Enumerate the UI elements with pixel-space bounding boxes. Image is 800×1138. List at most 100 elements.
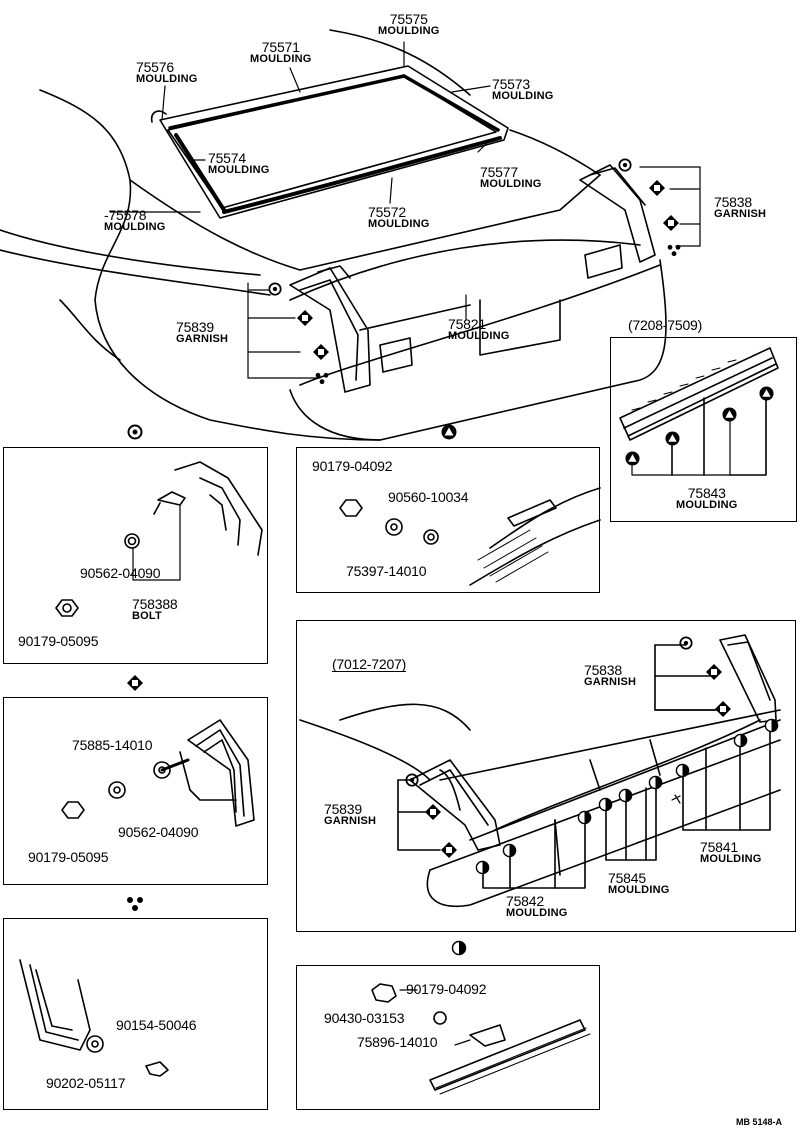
- part-number: 75843: [687, 485, 726, 501]
- late-moulding-art: [619, 347, 779, 476]
- part-name: BOLT: [132, 610, 162, 622]
- part-number: 75839: [324, 801, 362, 817]
- halfcircle-marker-icon: [475, 860, 490, 875]
- label-75896-14010: 75896-14010: [357, 1034, 438, 1050]
- halfcircle-marker-icon: [764, 718, 779, 733]
- label-90179-05095: 90179-05095: [28, 849, 109, 865]
- halfcircle-marker-icon: [648, 775, 663, 790]
- label-90562-04090: 90562-04090: [80, 565, 161, 581]
- panel-late-frame: [610, 337, 797, 522]
- detail-circle-art: [55, 461, 263, 617]
- part-number: 75821: [448, 316, 486, 332]
- part-name: MOULDING: [480, 178, 542, 190]
- halfcircle-marker-icon: [577, 810, 592, 825]
- diamond-marker-icon: [441, 842, 457, 858]
- part-name: MOULDING: [368, 218, 430, 230]
- clip-marker-icon: [667, 244, 681, 257]
- part-name: MOULDING: [700, 853, 762, 865]
- label-90179-04092: 90179-04092: [406, 981, 487, 997]
- detail-clip-frame: [3, 918, 268, 1110]
- label-75571: 75571 MOULDING: [250, 40, 311, 65]
- part-name: MOULDING: [676, 499, 738, 511]
- halfcircle-marker-icon: [733, 733, 748, 748]
- halfcircle-marker-icon: [618, 788, 633, 803]
- circle-marker-icon: [679, 636, 693, 650]
- part-name: MOULDING: [608, 884, 670, 896]
- part-name: MOULDING: [506, 907, 568, 919]
- part-number: -75578: [104, 207, 147, 223]
- detail-halfcircle-frame: [296, 965, 600, 1110]
- label-75576: 75576 MOULDING: [136, 60, 197, 85]
- diamond-marker-icon: [425, 804, 441, 820]
- part-number: 75577: [480, 164, 518, 180]
- part-name: MOULDING: [250, 53, 312, 65]
- car-body: [0, 29, 667, 441]
- part-number: 75838: [584, 662, 622, 678]
- part-number: 758388: [132, 596, 178, 612]
- halfcircle-marker-icon: [502, 843, 517, 858]
- label-90560-10034: 90560-10034: [388, 489, 469, 505]
- part-name: GARNISH: [176, 333, 229, 345]
- part-number: 75841: [700, 839, 738, 855]
- label-90179-05095: 90179-05095: [18, 633, 99, 649]
- part-name: MOULDING: [136, 73, 198, 85]
- detail-clip-art: [19, 959, 169, 1077]
- part-number: 75571: [261, 39, 300, 55]
- label-75838: 75838 GARNISH: [714, 195, 766, 220]
- late-range-label: (7208-7509): [628, 317, 703, 333]
- circle-symbol-icon: [127, 424, 143, 440]
- label-75885-14010: 75885-14010: [72, 737, 153, 753]
- clip-symbol-icon: [127, 897, 143, 911]
- label-75841: 75841 MOULDING: [700, 840, 761, 865]
- part-number: 75576: [136, 59, 174, 75]
- part-name: MOULDING: [208, 164, 270, 176]
- label-75839: 75839 GARNISH: [324, 802, 376, 827]
- panel-early-frame: [296, 620, 796, 932]
- circle-marker-icon: [618, 158, 632, 172]
- part-number: 75845: [608, 870, 646, 886]
- part-number: 75574: [208, 150, 246, 166]
- diamond-marker-icon: [715, 701, 731, 717]
- main-callouts: [109, 41, 701, 379]
- detail-triangle-art: [339, 487, 601, 586]
- label-75839: 75839 GARNISH: [176, 320, 228, 345]
- diamond-marker-icon: [297, 310, 313, 326]
- triangle-marker-icon: [759, 386, 774, 401]
- part-number: 75839: [176, 319, 214, 335]
- label-75397-14010: 75397-14010: [346, 563, 427, 579]
- detail-diamond-art: [61, 719, 255, 827]
- part-number: 75842: [506, 893, 544, 909]
- diamond-marker-icon: [663, 215, 679, 231]
- detail-circle-frame: [3, 447, 268, 664]
- label-75821: 75821 MOULDING: [448, 317, 509, 342]
- label-75838: 75838 GARNISH: [584, 663, 636, 688]
- part-name: MOULDING: [492, 90, 554, 102]
- label-75842: 75842 MOULDING: [506, 894, 567, 919]
- part-number: 75575: [389, 11, 428, 27]
- rear-window: [150, 65, 509, 219]
- label-90562-04090: 90562-04090: [118, 824, 199, 840]
- diamond-symbol-icon: [127, 675, 143, 691]
- label-90154-50046: 90154-50046: [116, 1017, 197, 1033]
- part-name: MOULDING: [104, 221, 166, 233]
- label-75575: 75575 MOULDING: [378, 12, 439, 37]
- label-90202-05117: 90202-05117: [46, 1075, 126, 1091]
- early-range-label: (7012-7207): [332, 656, 407, 672]
- part-name: MOULDING: [448, 330, 510, 342]
- label-90179-04092: 90179-04092: [312, 458, 393, 474]
- part-number: 75572: [368, 204, 406, 220]
- triangle-marker-icon: [625, 451, 640, 466]
- label-75574: 75574 MOULDING: [208, 151, 269, 176]
- part-name: MOULDING: [378, 25, 440, 37]
- detail-triangle-frame: [296, 447, 600, 593]
- triangle-marker-icon: [665, 431, 680, 446]
- diagram-code: MB 5148-A: [736, 1117, 783, 1127]
- label-75578: -75578 MOULDING: [104, 208, 165, 233]
- triangle-marker-icon: [722, 407, 737, 422]
- detail-halfcircle-art: [371, 983, 591, 1095]
- detail-diamond-frame: [3, 697, 268, 885]
- label-90430-03153: 90430-03153: [324, 1010, 405, 1026]
- triangle-symbol-icon: [441, 424, 457, 440]
- clip-marker-icon: [315, 372, 329, 385]
